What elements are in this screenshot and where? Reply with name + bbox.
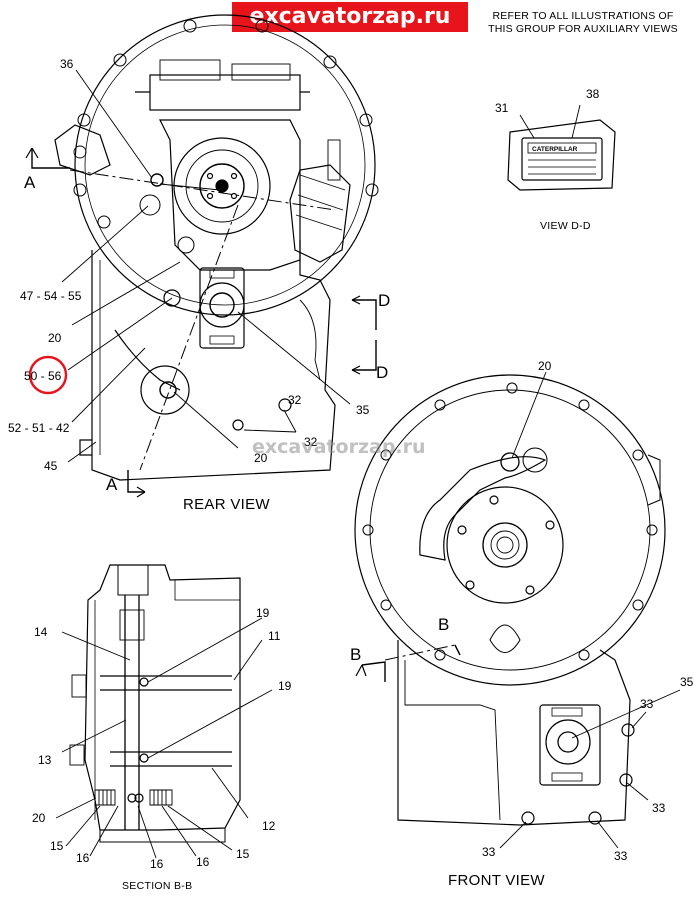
callout-14: 14: [34, 625, 48, 639]
highlight-circle: [28, 355, 68, 395]
callout-31: 31: [495, 101, 509, 115]
section-housing: [84, 564, 241, 831]
front-rim-bolts: [362, 382, 658, 661]
section-letter-b-right: B: [438, 615, 449, 634]
nameplate-text: CATERPILLAR: [532, 146, 578, 153]
front-view-drawing: [354, 374, 666, 826]
callout-16-a: 16: [76, 851, 90, 865]
rear-pump-plate: [159, 119, 301, 271]
rear-tube: [114, 329, 181, 391]
callout-50-56: 50 - 56: [24, 369, 62, 383]
nameplate-bracket: [507, 119, 616, 191]
callout-38: 38: [586, 87, 600, 101]
section-letters: A A D D B B: [24, 173, 449, 664]
site-watermark-banner[interactable]: excavatorzap.ru: [232, 2, 468, 32]
rear-housing-inner-circle: [84, 24, 366, 306]
rear-view-title: REAR VIEW: [183, 496, 270, 513]
callout-16-c: 16: [196, 855, 210, 869]
callout-32-b: 32: [304, 435, 318, 449]
callout-20-rear-left: 20: [48, 331, 62, 345]
callout-16-b: 16: [150, 857, 164, 871]
front-pump-body: [539, 704, 601, 786]
rear-rim-bolts: [73, 19, 379, 229]
callout-52-51-42: 52 - 51 - 42: [8, 421, 70, 435]
view-dd-drawing: CATERPILLAR: [507, 104, 616, 191]
rear-lower-pump: [199, 282, 245, 328]
rear-filter-fitting: [54, 124, 111, 176]
callout-15-a: 15: [50, 839, 64, 853]
callout-15-b: 15: [236, 847, 250, 861]
view-dd-title: VIEW D-D: [540, 220, 591, 232]
callout-36: 36: [60, 57, 74, 71]
section-bb-drawing: [69, 564, 241, 843]
callout-33-d: 33: [614, 849, 628, 863]
front-view-leaders: [499, 371, 681, 849]
nameplate: [521, 137, 603, 181]
rear-cap-plug: [139, 194, 161, 216]
front-hub: [446, 486, 564, 604]
callout-32-a: 32: [288, 393, 302, 407]
callout-20-front: 20: [538, 359, 552, 373]
callout-20-rear-bottom: 20: [254, 451, 268, 465]
section-bb-title: SECTION B-B: [122, 880, 193, 892]
rear-housing-circle: [74, 14, 376, 316]
section-letter-d-bottom: D: [376, 363, 388, 382]
front-crescent: [419, 456, 547, 561]
callout-33-a: 33: [640, 697, 654, 711]
rear-drain-boss: [140, 365, 190, 415]
auxiliary-views-note: REFER TO ALL ILLUSTRATIONS OF THIS GROUP…: [476, 10, 690, 36]
front-gear-case: [397, 640, 631, 826]
callout-35-rear: 35: [356, 403, 370, 417]
callout-20-section: 20: [32, 811, 46, 825]
callout-19-b: 19: [278, 679, 292, 693]
callout-13: 13: [38, 753, 52, 767]
rear-view-drawing: [25, 14, 379, 498]
callout-12: 12: [262, 819, 276, 833]
rear-view-leaders: [61, 69, 351, 463]
section-letter-d-top: D: [378, 291, 390, 310]
callout-35-front: 35: [680, 675, 694, 689]
callout-labels: 36 31 38 47 - 54 - 55 20 50 - 56 52 - 51…: [8, 57, 694, 871]
callout-33-b: 33: [652, 801, 666, 815]
rear-filter-housing: [289, 164, 351, 263]
callout-11: 11: [268, 629, 281, 643]
front-view-title: FRONT VIEW: [448, 872, 545, 889]
section-letter-a-top: A: [24, 173, 36, 192]
front-housing-circle: [354, 374, 666, 686]
section-letter-b-left: B: [350, 645, 361, 664]
section-shaft: [124, 595, 140, 830]
mid-watermark: excavatorzap.ru: [252, 436, 426, 458]
section-bb-leaders: [55, 617, 273, 859]
callout-19-a: 19: [256, 606, 270, 620]
rear-case-body: [91, 240, 336, 481]
note-line-1: REFER TO ALL ILLUSTRATIONS OF: [492, 10, 674, 22]
section-letter-a-bottom: A: [106, 475, 118, 494]
note-line-2: THIS GROUP FOR AUXILIARY VIEWS: [488, 23, 678, 35]
callout-47-54-55: 47 - 54 - 55: [20, 289, 82, 303]
callout-33-c: 33: [482, 845, 496, 859]
callout-45: 45: [44, 459, 58, 473]
